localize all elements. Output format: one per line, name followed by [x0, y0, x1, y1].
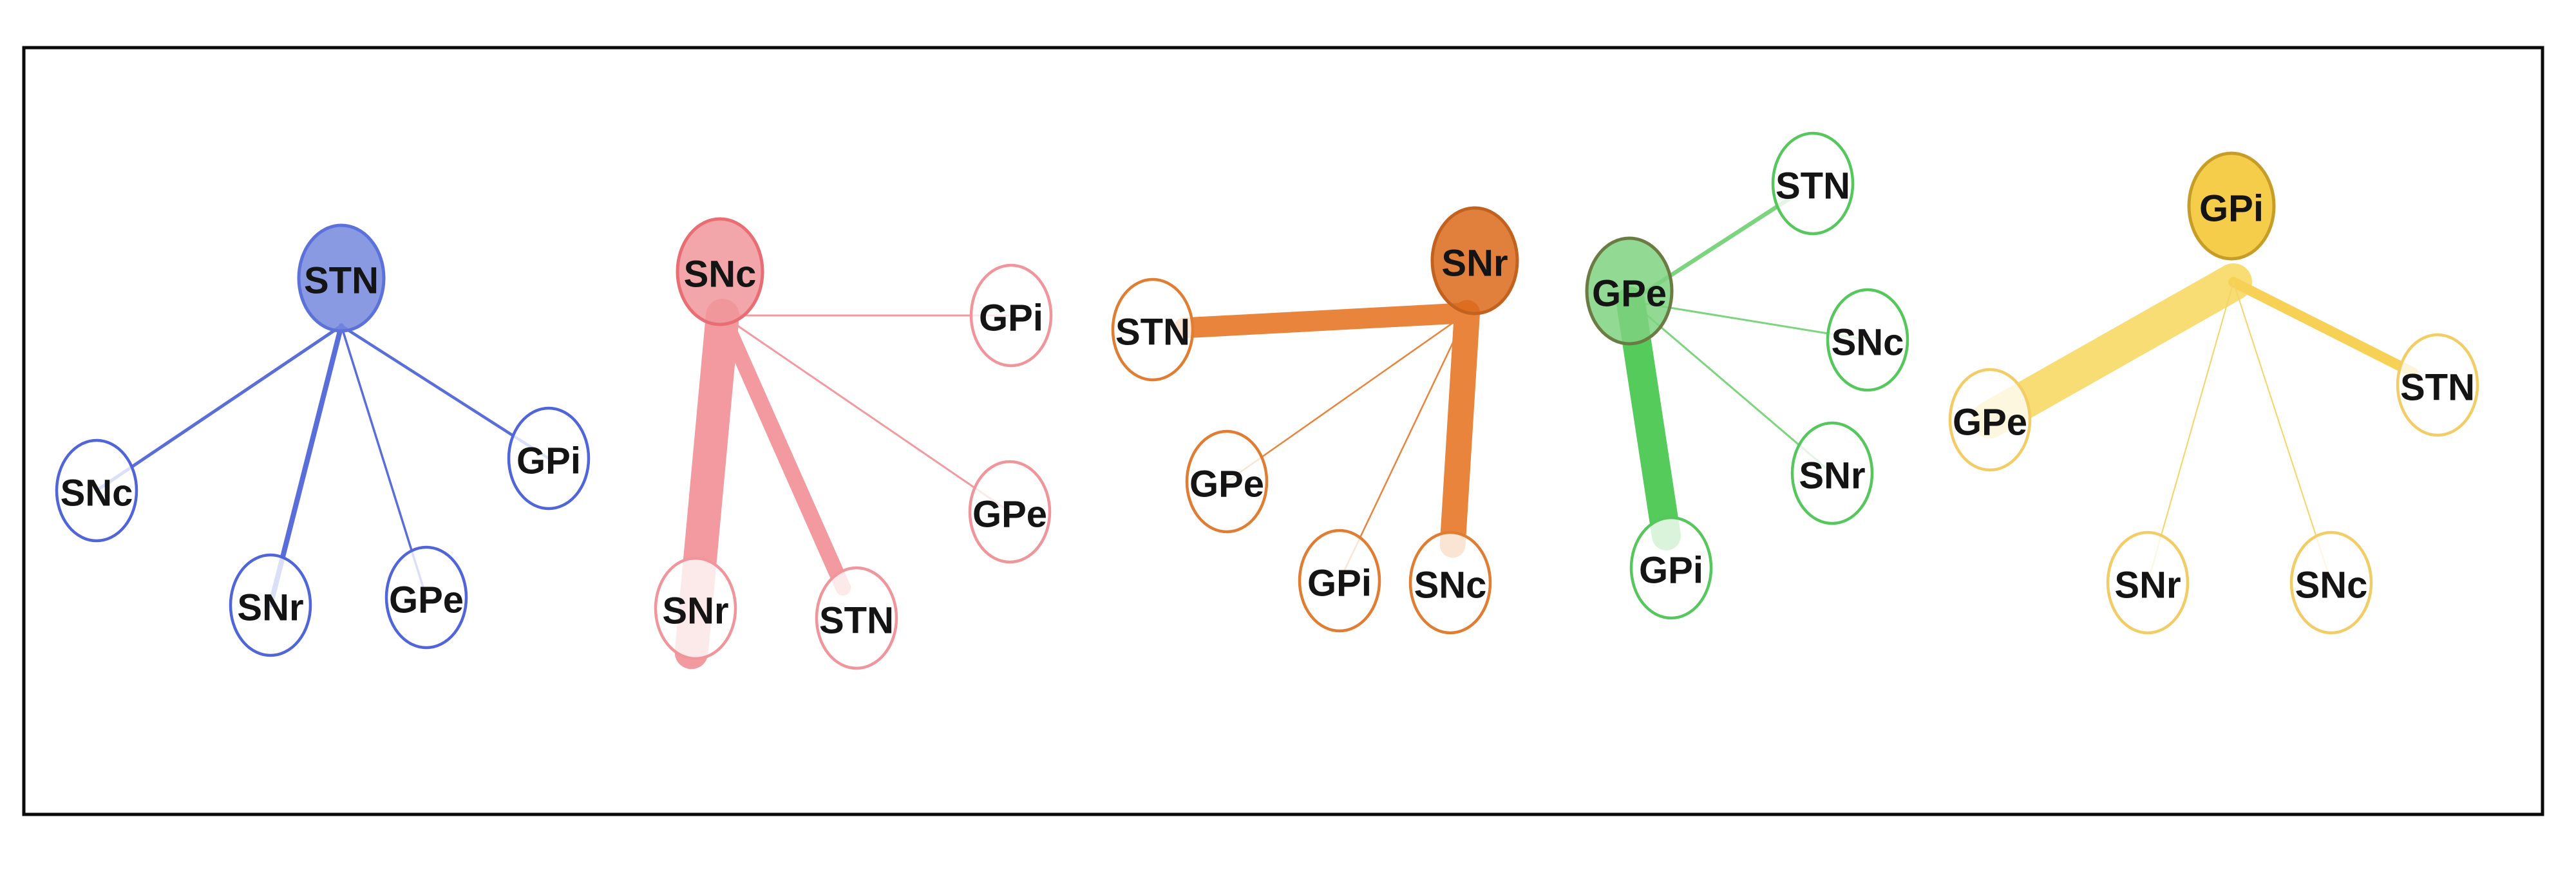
node-label: GPi [2199, 188, 2264, 230]
node-ellipse [2396, 333, 2479, 437]
node-ellipse [968, 460, 1052, 564]
edge-STN-SNc [95, 324, 343, 493]
node-label: GPi [516, 440, 581, 482]
node-ellipse [1629, 516, 1713, 620]
edge-GPi-GPe [1971, 263, 2252, 438]
node-GPi-SNr: SNr [2106, 530, 2190, 635]
edge-GPi-STN [2228, 277, 2418, 378]
node-label: STN [1115, 312, 1190, 353]
hub-GPe-GPe: GPe [1585, 236, 1674, 346]
node-ellipse [1298, 529, 1381, 633]
node-ellipse [654, 556, 737, 661]
cluster-GPi: GPe STN SNr SNc GPi [1948, 151, 2479, 635]
node-label: STN [1776, 165, 1850, 207]
node-ellipse [507, 406, 591, 511]
node-label: GPe [1592, 273, 1667, 315]
node-GPi-GPe: GPe [1948, 368, 2032, 472]
node-ellipse [384, 545, 468, 650]
hub-SNr-SNr: SNr [1430, 206, 1519, 315]
node-GPi-SNc: SNc [2289, 530, 2373, 635]
node-ellipse [1111, 277, 1195, 382]
node-label: GPe [1953, 402, 2027, 444]
node-label: GPi [1639, 550, 1703, 592]
node-GPe-GPi: GPi [1629, 516, 1713, 620]
node-ellipse [1185, 429, 1269, 534]
node-ellipse [1790, 421, 1874, 525]
node-SNc-GPi: GPi [969, 263, 1053, 368]
node-SNc-STN: STN [815, 566, 898, 670]
node-ellipse [55, 438, 138, 543]
node-label: SNc [1414, 565, 1487, 606]
figure-frame [22, 46, 2544, 816]
node-label: STN [304, 260, 379, 302]
node-SNr-STN: STN [1111, 277, 1195, 382]
node-label: GPe [972, 494, 1047, 536]
edge-GPi-SNc [2233, 281, 2332, 583]
node-SNr-GPi: GPi [1298, 529, 1381, 633]
hub-GPi-GPi: GPi [2187, 151, 2276, 261]
hub-SNc-SNc: SNc [676, 217, 764, 326]
node-ellipse [1948, 368, 2032, 472]
node-STN-GPi: GPi [507, 406, 591, 511]
node-SNr-GPe: GPe [1185, 429, 1269, 534]
node-ellipse [969, 263, 1053, 368]
node-STN-SNr: SNr [229, 553, 312, 657]
node-ellipse [676, 217, 764, 326]
node-ellipse [1585, 236, 1674, 346]
node-ellipse [815, 566, 898, 670]
edge-SNr-SNc [1439, 300, 1480, 558]
node-GPe-SNc: SNc [1826, 288, 1909, 392]
edge-SNr-GPi [1338, 312, 1468, 582]
node-label: GPi [979, 297, 1043, 339]
node-SNc-SNr: SNr [654, 556, 737, 661]
node-label: SNr [237, 587, 303, 629]
node-SNc-GPe: GPe [968, 460, 1052, 564]
edge-SNc-GPe [721, 314, 1011, 513]
hub-STN-STN: STN [297, 223, 386, 333]
node-ellipse [1771, 131, 1855, 236]
edge-SNc-STN [715, 308, 851, 596]
node-label: GPe [389, 579, 464, 621]
node-GPi-STN: STN [2396, 333, 2479, 437]
edge-SNr-STN [1173, 303, 1477, 339]
node-label: GPi [1307, 563, 1372, 605]
node-ellipse [2106, 530, 2190, 635]
node-ellipse [1408, 530, 1492, 635]
node-ellipse [2187, 151, 2276, 261]
node-label: SNr [662, 590, 728, 632]
node-label: SNr [2114, 565, 2181, 606]
node-label: SNr [1799, 455, 1865, 497]
node-label: SNr [1441, 243, 1508, 285]
node-label: STN [2400, 367, 2475, 409]
node-ellipse [1430, 206, 1519, 315]
node-ellipse [1826, 288, 1909, 392]
node-ellipse [297, 223, 386, 333]
node-GPe-STN: STN [1771, 131, 1855, 236]
node-label: SNc [1832, 322, 1904, 364]
node-SNr-SNc: SNc [1408, 530, 1492, 635]
node-label: SNc [2295, 565, 2368, 606]
node-STN-SNc: SNc [55, 438, 138, 543]
node-label: STN [819, 600, 894, 642]
edge-SNr-GPe [1226, 312, 1468, 483]
node-STN-GPe: GPe [384, 545, 468, 650]
node-ellipse [2289, 530, 2373, 635]
node-label: SNc [684, 254, 757, 296]
node-ellipse [229, 553, 312, 657]
node-GPe-SNr: SNr [1790, 421, 1874, 525]
node-label: GPe [1189, 464, 1264, 505]
edge-GPi-SNr [2147, 281, 2234, 583]
node-label: SNc [61, 473, 133, 514]
